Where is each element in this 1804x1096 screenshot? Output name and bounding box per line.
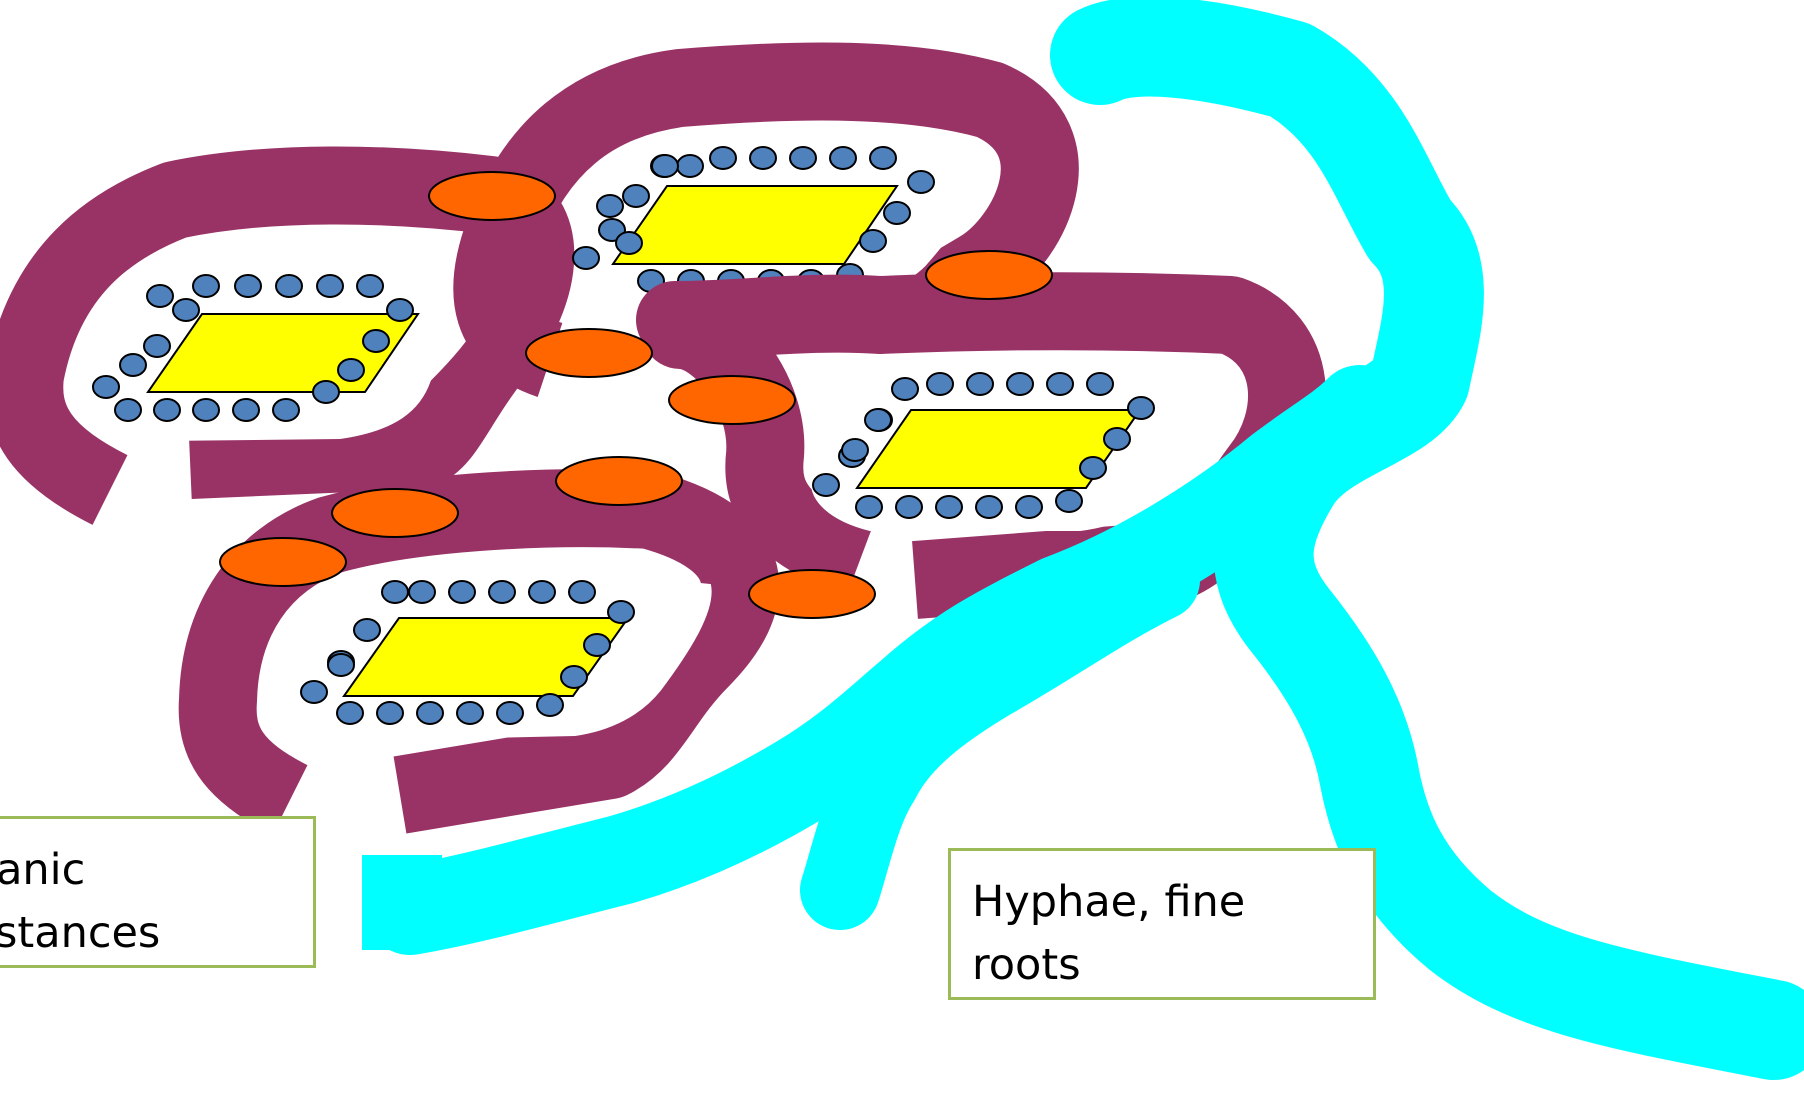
cation-circle [382,581,408,603]
label-organic-line1: Organic [0,839,258,902]
label-organic-substances: Organic substances [0,816,316,968]
cation-circle [529,581,555,603]
pore-particle [332,489,458,537]
cation-circle [584,634,610,656]
cation-circle [856,496,882,518]
cation-circle [354,619,380,641]
cation-circle [865,409,891,431]
cation-circle [927,373,953,395]
cation-circle [677,155,703,177]
cation-circle [317,275,343,297]
cation-circle [193,399,219,421]
pore-particle [526,329,652,377]
cation-circle [597,195,623,217]
cation-circle [357,275,383,297]
cation-circle [537,694,563,716]
cation-circle [573,247,599,269]
cation-circle [363,330,389,352]
cation-circle [115,399,141,421]
cation-circle [616,232,642,254]
cation-circle [561,666,587,688]
cation-circle [235,275,261,297]
cation-circle [489,581,515,603]
cation-circle [276,275,302,297]
cation-circle [93,376,119,398]
cation-circle [417,702,443,724]
cation-circle [623,185,649,207]
cation-circle [750,147,776,169]
cation-circle [337,702,363,724]
cation-circle [338,359,364,381]
cation-circle [1087,373,1113,395]
cation-circle [976,496,1002,518]
cation-circle [813,474,839,496]
cation-circle [936,496,962,518]
cation-circle [173,299,199,321]
label-hyphae-fine-roots: Hyphae, fine roots [948,848,1376,1000]
cation-circle [147,285,173,307]
cation-circle [896,496,922,518]
cation-circle [842,439,868,461]
cation-circle [790,147,816,169]
cation-circle [1128,397,1154,419]
cation-circle [154,399,180,421]
cation-circle [387,299,413,321]
cation-circle [409,581,435,603]
cation-circle [884,202,910,224]
cation-circle [273,399,299,421]
cation-circle [1056,490,1082,512]
cation-circle [830,147,856,169]
cation-circle [1104,428,1130,450]
label-hyphae-line1: Hyphae, fine [972,871,1373,934]
cation-circle [1016,496,1042,518]
root-tip [362,855,442,950]
cation-circle [908,171,934,193]
cation-circle [120,354,146,376]
cation-circle [870,147,896,169]
pore-particle [669,376,795,424]
cation-circle [449,581,475,603]
pore-particle [429,172,555,220]
cation-circle [301,681,327,703]
pore-particle [556,457,682,505]
pore-particle [749,570,875,618]
cation-circle [233,399,259,421]
cation-circle [1080,457,1106,479]
label-hyphae-line2: roots [972,934,1373,997]
cation-circle [457,702,483,724]
cation-circle [710,147,736,169]
cation-circle [313,381,339,403]
cation-circle [892,378,918,400]
pore-particle [926,251,1052,299]
cation-circle [569,581,595,603]
cation-circle [1007,373,1033,395]
cation-circle [193,275,219,297]
cation-circle [1047,373,1073,395]
cation-circle [328,654,354,676]
pore-particle [220,538,346,586]
label-organic-line2: substances [0,902,258,965]
cation-circle [967,373,993,395]
cation-circle [608,601,634,623]
cation-circle [497,702,523,724]
cation-circle [860,230,886,252]
cation-circle [144,335,170,357]
aggregate-left [24,185,535,490]
cation-circle [377,702,403,724]
cation-circle [652,155,678,177]
